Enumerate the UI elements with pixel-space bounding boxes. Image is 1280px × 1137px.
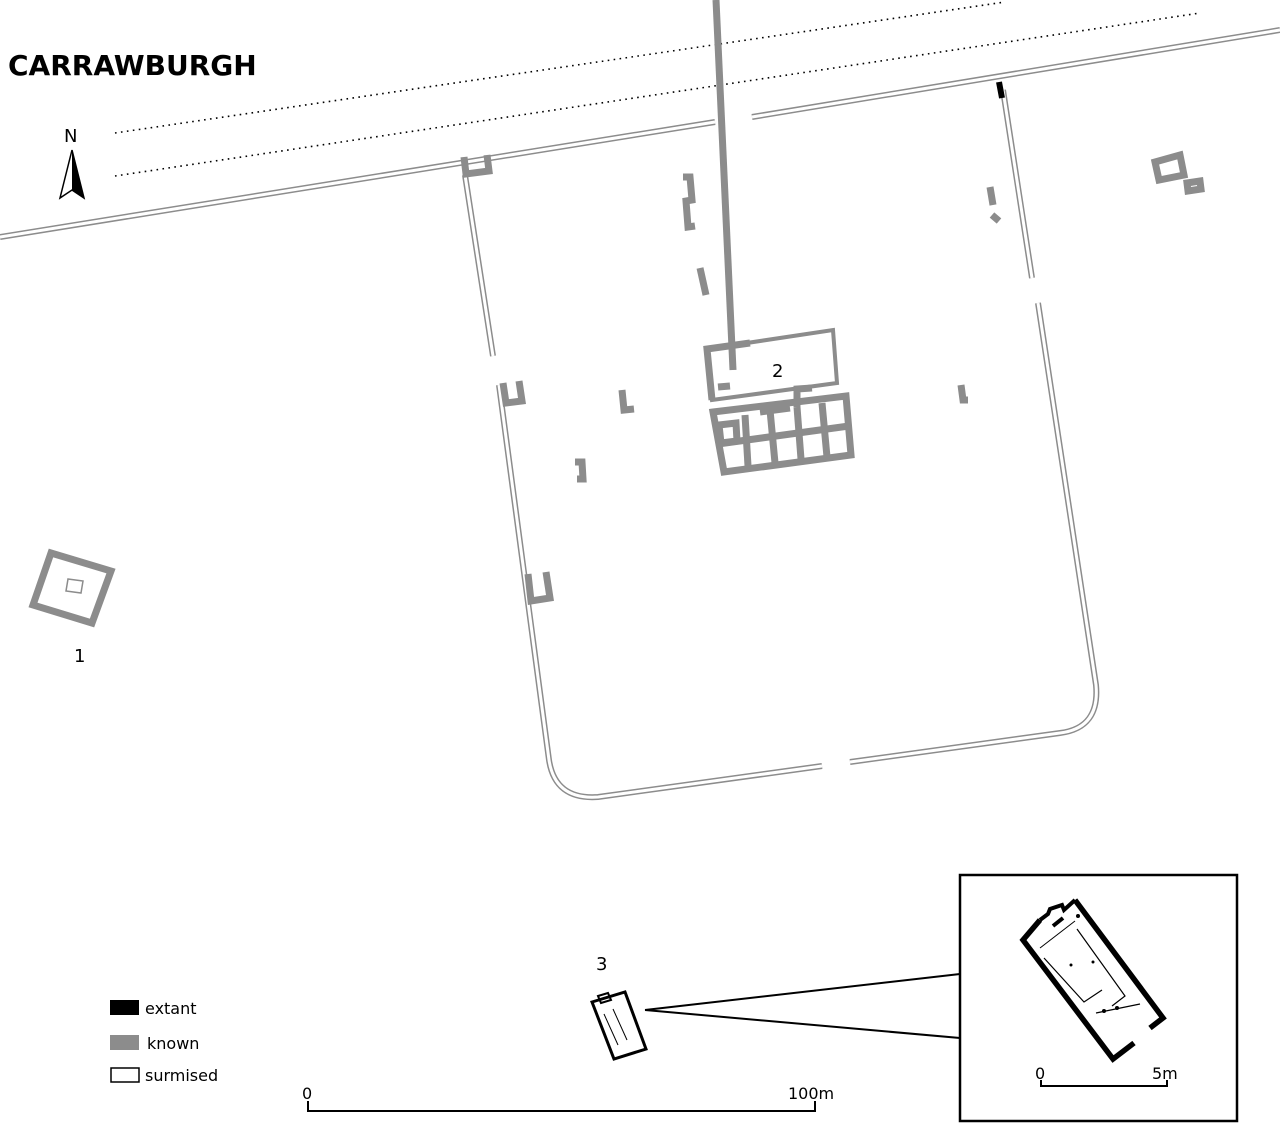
vallum-lines [114, 1, 1201, 177]
main-scale-bar [307, 1101, 816, 1112]
legend-label-known: known [147, 1034, 199, 1053]
extant-wall-segment [996, 81, 1005, 99]
inset-scale-end: 5m [1152, 1064, 1178, 1083]
principia-building [703, 0, 855, 476]
legend-swatch-known [110, 1035, 139, 1050]
north-label: N [64, 126, 77, 147]
inset-scale-bar [1040, 1080, 1168, 1087]
legend-label-extant: extant [145, 999, 197, 1018]
inset-scale-start: 0 [1035, 1064, 1045, 1083]
mithraeum-detail-plan [1019, 898, 1167, 1063]
legend-swatch-surmised [110, 1067, 140, 1083]
label-site-1: 1 [74, 646, 85, 667]
north-arrow-icon: N [58, 126, 86, 200]
legend-swatch-extant [110, 1000, 139, 1015]
legend-label-surmised: surmised [145, 1066, 218, 1085]
building-1 [28, 548, 116, 628]
map-title: CARRAWBURGH [8, 49, 257, 82]
scale-end: 100m [788, 1084, 834, 1103]
label-site-3: 3 [596, 954, 607, 975]
fort-outline [462, 89, 1100, 801]
legend: extant known surmised [110, 999, 218, 1085]
inset-frame [958, 873, 1239, 1123]
wall-line [0, 27, 1280, 240]
scale-start: 0 [302, 1084, 312, 1103]
eastern-structures [1150, 150, 1205, 196]
fort-towers [460, 154, 554, 606]
label-site-2: 2 [772, 361, 783, 382]
inset-callout-lines [644, 973, 961, 1039]
mithraeum-small-plan [590, 990, 648, 1061]
interior-fragments [575, 173, 1002, 483]
